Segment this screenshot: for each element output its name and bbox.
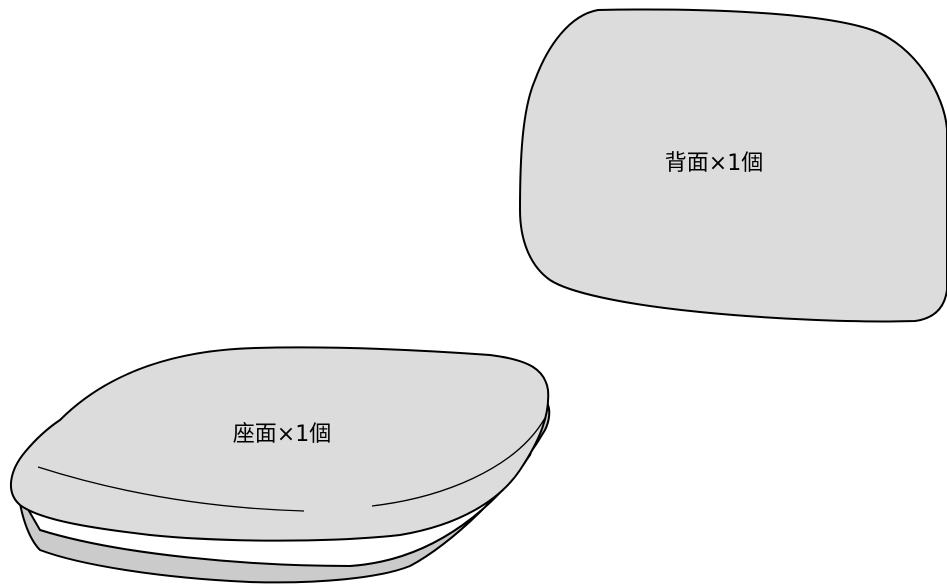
seat-cushion-top (9, 346, 550, 542)
seat-cushion-label: 座面×1個 (233, 422, 331, 447)
seat-cushion-seam-right (371, 417, 546, 507)
back-cushion-label: 背面×1個 (665, 151, 763, 176)
seat-cushion-seam-left (37, 466, 305, 512)
back-cushion: 背面×1個 (518, 8, 947, 323)
seat-cushion: 座面×1個 (9, 346, 551, 584)
back-cushion-shape (518, 8, 947, 323)
